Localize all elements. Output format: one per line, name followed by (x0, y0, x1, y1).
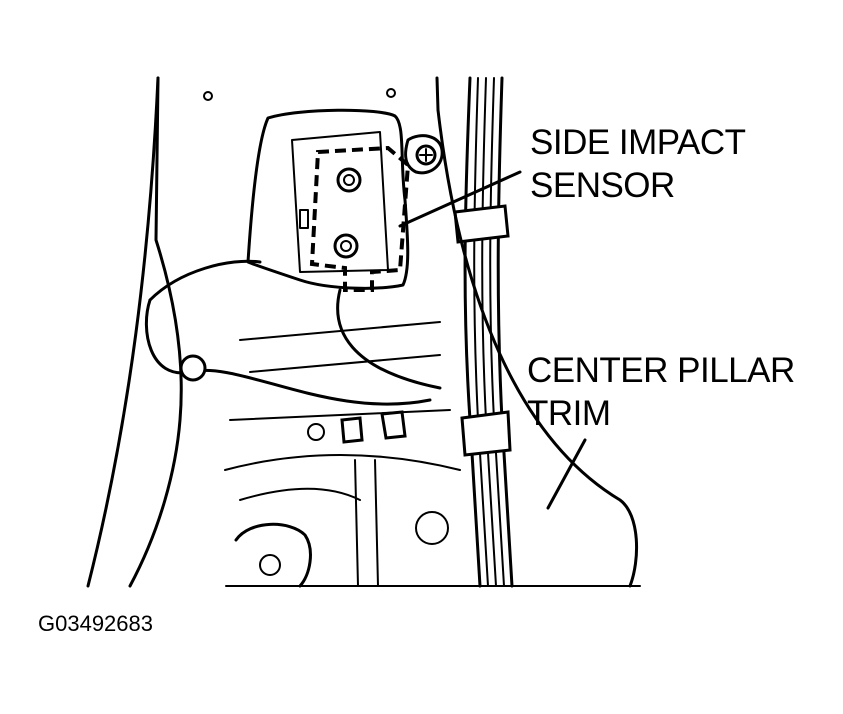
harness-clip (453, 204, 510, 244)
sensor-cable (144, 298, 432, 406)
side-impact-sensor-label: SIDE IMPACT SENSOR (530, 121, 746, 207)
screw-cross (419, 148, 433, 162)
sensor-bolt (336, 167, 362, 193)
body-hole (307, 423, 325, 441)
pillar-inner-edge (128, 76, 183, 588)
harness-clip (460, 410, 512, 457)
sensor-bolt-inner (340, 240, 352, 252)
cable-grommet (179, 354, 207, 382)
pillar-left-edge (86, 76, 160, 588)
sensor-bolt (333, 233, 359, 259)
sensor-bolt-inner (343, 174, 355, 186)
nut (380, 410, 407, 440)
pillar-right-edge (435, 76, 440, 112)
center-pillar-trim-label-line1: CENTER PILLAR (527, 351, 795, 390)
leader-center-pillar-trim (546, 438, 587, 510)
body-hole (415, 511, 449, 545)
side-impact-sensor-label-line2: SENSOR (530, 166, 675, 205)
side-impact-sensor-label-line1: SIDE IMPACT (530, 123, 746, 162)
wire-harness (463, 76, 482, 588)
side-impact-sensor-outline (309, 145, 411, 292)
center-pillar-trim (436, 108, 639, 588)
nut (340, 416, 364, 444)
screw-tab (404, 134, 444, 175)
leader-side-impact-sensor (398, 170, 522, 228)
bracket-tab (299, 209, 309, 229)
panel-hole (203, 91, 213, 101)
lower-bracket (234, 522, 312, 588)
center-pillar-trim-label: CENTER PILLAR TRIM (527, 349, 795, 435)
lower-structure (239, 321, 441, 341)
sensor-bracket (246, 108, 410, 290)
figure-id: G03492683 (38, 611, 153, 636)
panel-hole (386, 88, 396, 98)
center-pillar-trim-label-line2: TRIM (527, 394, 611, 433)
body-hole (259, 554, 281, 576)
